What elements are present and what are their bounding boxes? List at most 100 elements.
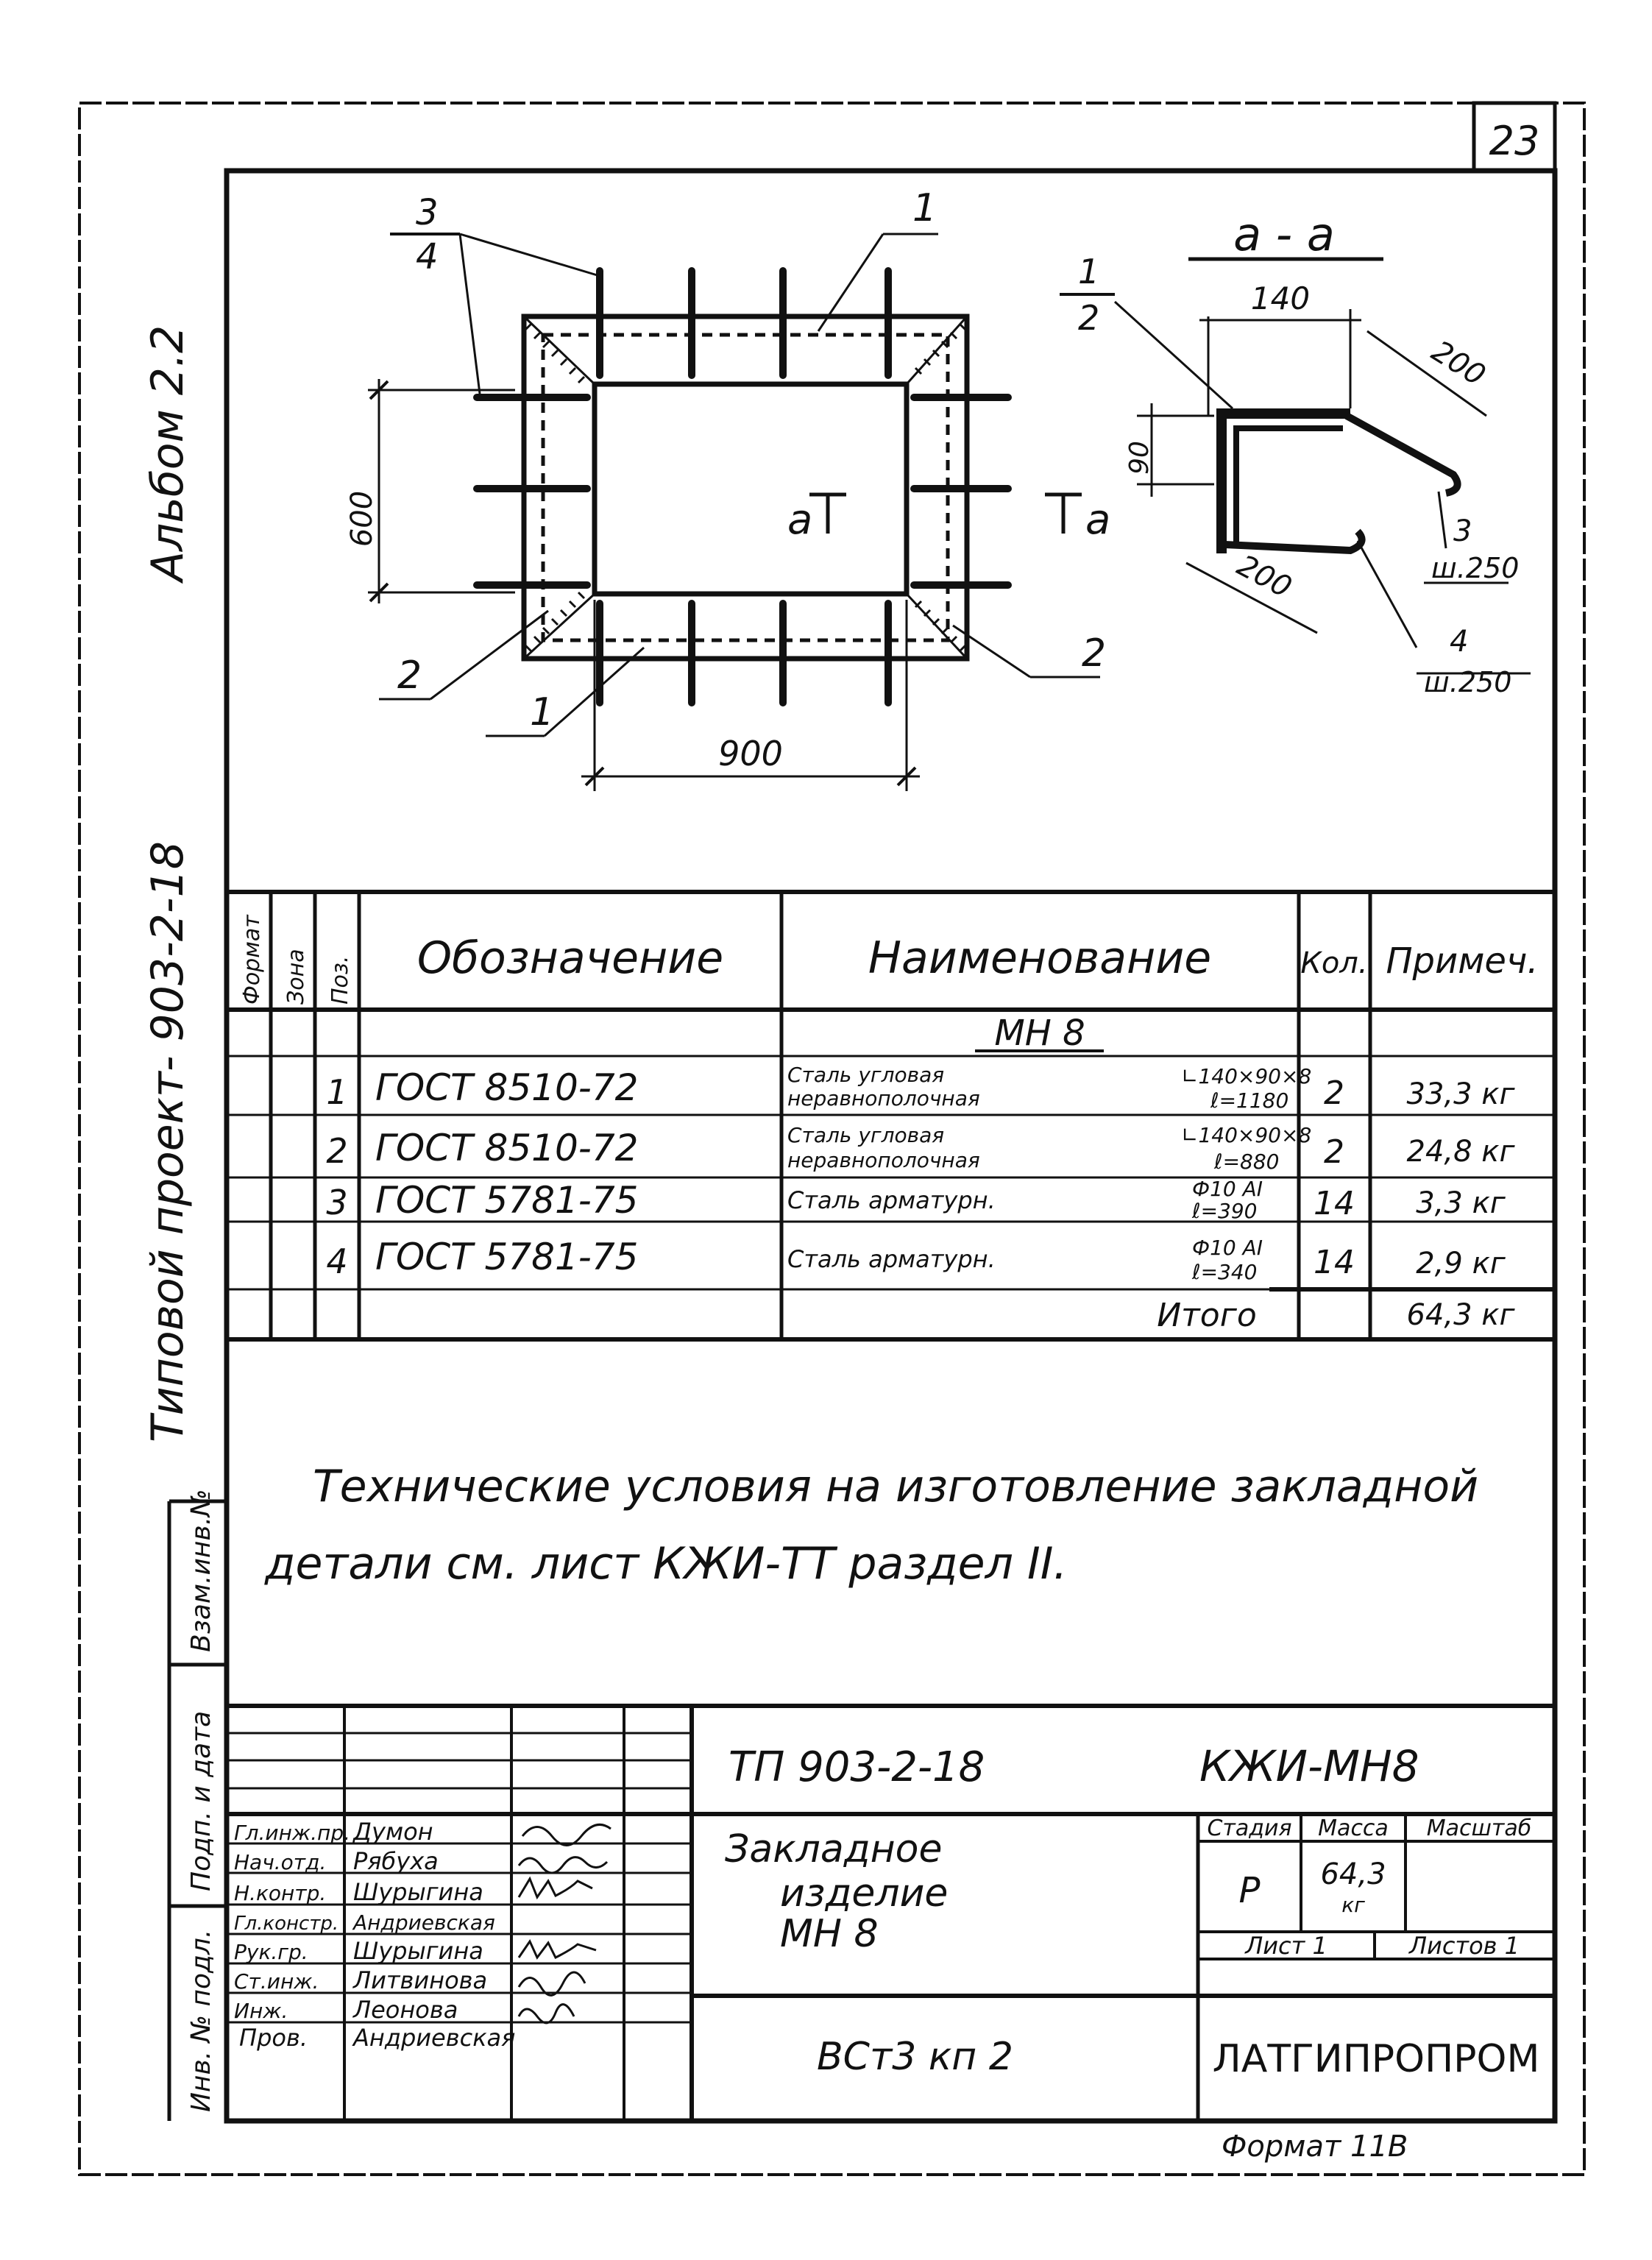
- section-pos4: 4: [1450, 625, 1468, 659]
- callout-2-right: 2: [1082, 631, 1106, 676]
- mass-unit: кг: [1341, 1893, 1365, 1917]
- dim-900: 900: [581, 600, 920, 791]
- row3-name1: Сталь арматурн.: [787, 1186, 996, 1214]
- sig-name: Шурыгина: [353, 1937, 483, 1965]
- dim-600-text: 600: [345, 491, 379, 547]
- replace-inv-label: Взам.инв.№: [186, 1489, 216, 1652]
- tech-note-line1: Технические условия на изготовление закл…: [313, 1461, 1478, 1512]
- album-label: Альбом 2.2: [142, 325, 194, 584]
- hdr-name: Наименование: [868, 932, 1211, 984]
- section-view: а - а 1 2 140 90 200 200 3 ш.250 4 ш.250: [1060, 208, 1531, 698]
- row1-qty: 2: [1324, 1074, 1344, 1112]
- sig-role: Гл.инж.пр.: [234, 1821, 350, 1845]
- row2-qty: 2: [1324, 1133, 1344, 1171]
- row2-designation: ГОСТ 8510-72: [375, 1127, 638, 1169]
- row3-size2: ℓ=390: [1191, 1199, 1257, 1223]
- angle-profile: [1216, 408, 1350, 553]
- row2-size2: ℓ=880: [1213, 1150, 1279, 1174]
- section-pos3-step: ш.250: [1431, 552, 1519, 584]
- table-row: 1 ГОСТ 8510-72 Сталь угловая неравнополо…: [326, 1063, 1515, 1113]
- callout-2-left: 2: [397, 653, 422, 698]
- mass-label: Масса: [1318, 1816, 1389, 1841]
- section-frac-num: 1: [1078, 252, 1099, 291]
- sheets-label: Листов 1: [1408, 1932, 1520, 1960]
- inner-frame: [224, 168, 1558, 2124]
- callouts: 3 4 1 2 2 1: [379, 186, 1106, 737]
- row3-designation: ГОСТ 5781-75: [375, 1179, 638, 1222]
- signature-scribble: [517, 1856, 609, 1874]
- item-title-l3: МН 8: [780, 1912, 879, 1956]
- section-frac-den: 2: [1078, 298, 1099, 338]
- callout-1-top: 1: [912, 186, 937, 230]
- sig-role: Гл.констр.: [234, 1913, 338, 1935]
- sig-name: Литвинова: [352, 1966, 487, 1994]
- section-mark-right: a: [1085, 496, 1110, 544]
- doc-code: КЖИ-МН8: [1199, 1741, 1419, 1791]
- mass-value: 64,3: [1320, 1857, 1386, 1891]
- row4-name1: Сталь арматурн.: [787, 1245, 996, 1273]
- project-code: ТП 903-2-18: [728, 1743, 985, 1791]
- item-title-l1: Закладное: [725, 1827, 942, 1871]
- sig-role: Ст.инж.: [234, 1969, 319, 1994]
- bent-rod-3: [1344, 412, 1461, 497]
- sig-name: Шурыгина: [353, 1878, 483, 1906]
- total-value: 64,3 кг: [1407, 1298, 1516, 1332]
- table-row: 2 ГОСТ 8510-72 Сталь угловая неравнополо…: [326, 1123, 1515, 1174]
- row4-qty: 14: [1314, 1244, 1355, 1281]
- sign-date-label: Подп. и дата: [186, 1711, 216, 1891]
- table-row: 4 ГОСТ 5781-75 Сталь арматурн. Ф10 АI ℓ=…: [326, 1236, 1506, 1284]
- section-pos4-step: ш.250: [1424, 666, 1511, 698]
- total-label: Итого: [1157, 1297, 1257, 1334]
- section-pos3: 3: [1453, 514, 1472, 548]
- section-title: а - а: [1233, 208, 1335, 261]
- row1-name2: неравнополочная: [787, 1086, 980, 1110]
- sig-role: Рук.гр.: [234, 1940, 308, 1964]
- callout-4: 4: [416, 236, 439, 277]
- inv-original-label: Инв. № подл.: [186, 1930, 216, 2112]
- page-number-box: [1472, 101, 1557, 173]
- row2-size1: ∟140×90×8: [1181, 1123, 1311, 1147]
- row3-qty: 14: [1314, 1185, 1355, 1222]
- row2-pos: 2: [326, 1131, 347, 1171]
- callout-1-bottom: 1: [530, 690, 554, 734]
- item-title-l2: изделие: [780, 1871, 948, 1916]
- sig-name: Думон: [352, 1818, 433, 1846]
- title-block: ТП 903-2-18 КЖИ-МН8 Гл.инж.пр. Думон Нач…: [227, 1704, 1555, 2121]
- hdr-pos: Поз.: [327, 956, 353, 1005]
- dim-900-text: 900: [718, 734, 783, 773]
- hdr-note: Примеч.: [1386, 941, 1538, 982]
- stage-label: Стадия: [1207, 1816, 1291, 1841]
- stage-value: Р: [1239, 1870, 1261, 1911]
- row4-designation: ГОСТ 5781-75: [375, 1236, 638, 1278]
- table-row: 3 ГОСТ 5781-75 Сталь арматурн. Ф10 АI ℓ=…: [326, 1177, 1506, 1223]
- sig-role: Нач.отд.: [234, 1850, 326, 1874]
- rods-top: [596, 267, 892, 379]
- plan-view: 900 600 a a 3 4 1: [345, 186, 1110, 791]
- dim-200-top: 200: [1425, 334, 1491, 392]
- dim-140: 140: [1251, 280, 1310, 316]
- outer-border: [78, 102, 1586, 2176]
- signature-scribble: [517, 1938, 597, 1960]
- rods-right: [910, 394, 1012, 589]
- checked-role: Пров.: [239, 2024, 308, 2052]
- bent-rod-4: [1224, 528, 1366, 555]
- section-mark-left: a: [787, 496, 812, 544]
- material: ВСт3 кп 2: [817, 2035, 1013, 2079]
- sig-role: Инж.: [234, 1999, 288, 2023]
- hdr-zone: Зона: [283, 949, 309, 1005]
- sig-role: Н.контр.: [234, 1881, 326, 1905]
- page-number: 23: [1489, 118, 1540, 164]
- corner-welds: [522, 315, 968, 660]
- tech-note-line2: детали см. лист КЖИ-ТТ раздел II.: [264, 1538, 1067, 1590]
- format-label: Формат 11В: [1222, 2130, 1408, 2164]
- dim-600: 600: [345, 379, 515, 603]
- sheet-label: Лист 1: [1244, 1932, 1327, 1960]
- signature-scribble: [517, 1876, 593, 1900]
- callout-3: 3: [416, 192, 439, 233]
- spec-table: Формат Зона Поз. Обозначение Наименовани…: [227, 890, 1555, 1342]
- row4-pos: 4: [326, 1241, 347, 1281]
- row1-size1: ∟140×90×8: [1181, 1064, 1311, 1088]
- signature-scribble: [521, 1823, 611, 1846]
- dim-90: 90: [1124, 441, 1155, 475]
